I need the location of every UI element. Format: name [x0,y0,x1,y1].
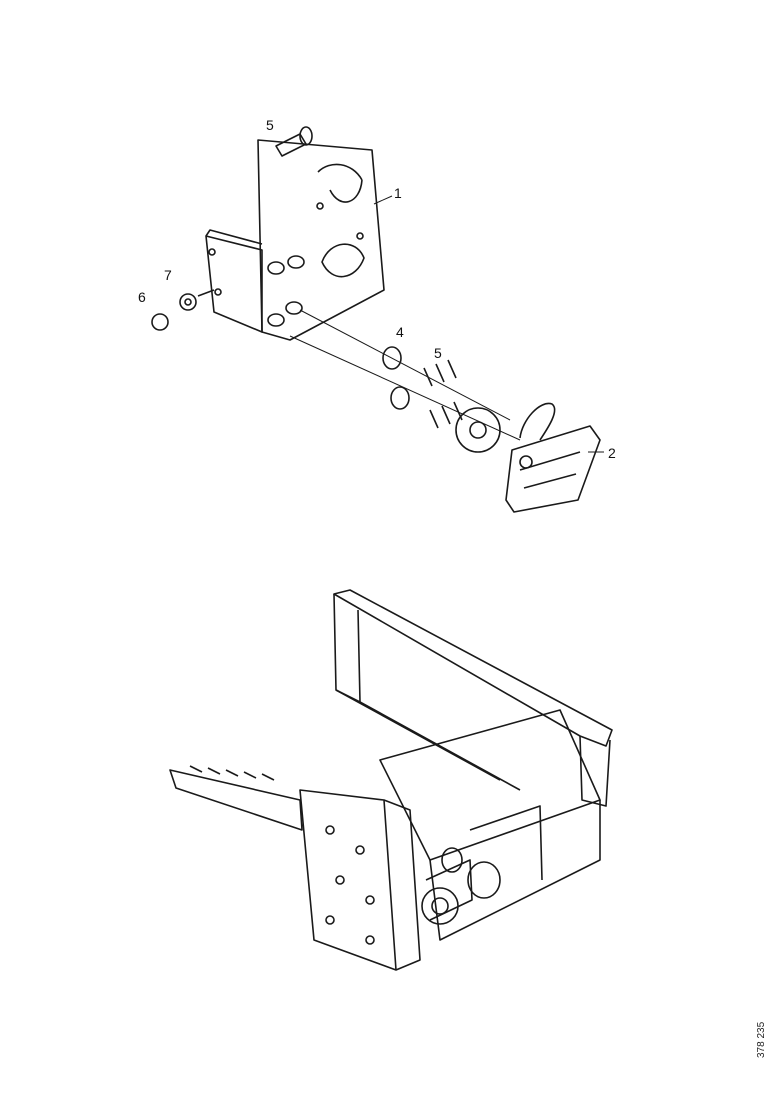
bracket-plate [205,139,385,341]
rail-bar [169,765,303,831]
mounting-plate [299,789,421,971]
figure-code: 378 235 [756,1021,767,1058]
callout-1: 1 [394,185,402,201]
callout-2: 2 [608,445,616,461]
screw-top [275,126,313,157]
callout-5-top: 5 [266,117,274,133]
callout-7: 7 [164,267,172,283]
callout-6: 6 [138,289,146,305]
lever-mechanism [505,402,601,513]
spacers-springs [289,309,521,441]
gear [455,407,501,453]
callout-5-spring: 5 [434,345,442,361]
exploded-view-drawing [151,126,604,513]
nut-washer-left [151,289,215,331]
callout-4: 4 [396,324,404,340]
gear-assembly [421,859,473,925]
housing-box [379,709,601,941]
frame-beam [333,589,613,807]
